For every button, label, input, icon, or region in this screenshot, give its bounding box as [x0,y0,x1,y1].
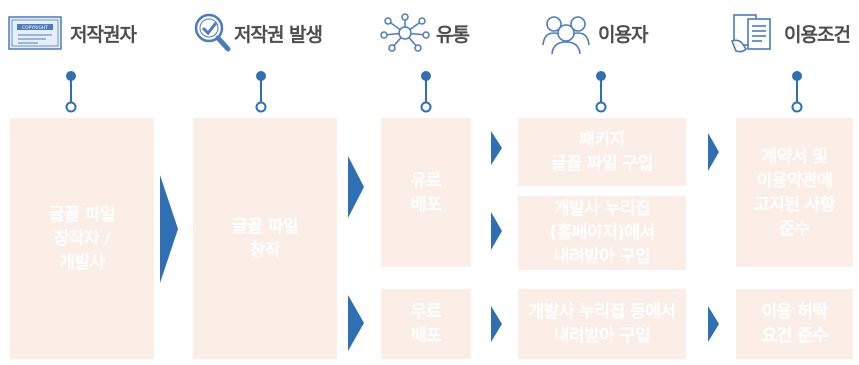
certificate-word: COPYRIGHT [22,25,48,31]
timeline-pin [790,70,804,114]
header-copyright-holder: COPYRIGHT 저작권자 [8,4,137,62]
permission-box: 이용 허락 요건 준수 [736,289,853,359]
flow-arrow [491,306,502,342]
paid-distribution-box: 유료 배포 [381,118,471,267]
header-label: 저작권 발생 [234,23,323,46]
flow-arrow [160,175,178,283]
author-box: 글꼴 파일 창작자 / 개발사 [10,118,154,359]
certificate-icon: COPYRIGHT [8,16,62,50]
header-label: 유통 [436,23,470,46]
free-distribution-box: 무료 배포 [381,289,471,359]
free-download-box: 개발사 누리집 등에서 내려받아 구입 [518,289,686,359]
contract-terms-box: 계약서 및 이용약관에 고지된 사항 준수 [736,118,853,267]
header-label: 저작권자 [70,23,137,46]
document-hand-icon [730,11,780,55]
flow-arrow [491,131,502,165]
people-group-icon [540,11,592,55]
header-copyright-occurrence: 저작권 발생 [192,4,323,62]
magnifier-check-icon [192,11,232,55]
header-label: 이용자 [598,23,648,46]
package-purchase-box: 패키지 글꼴 파일 구입 [518,118,686,186]
timeline-pin [254,70,268,114]
flow-arrow [708,306,719,342]
network-nodes-icon [380,13,430,53]
header-conditions: 이용조건 [730,4,851,62]
creation-box: 글꼴 파일 창작 [193,118,337,359]
header-distribution: 유통 [380,4,470,62]
flow-arrow [491,212,502,250]
homepage-purchase-box: 개발사 누리집 (홈페이지)에서 내려받아 구입 [518,196,686,270]
header-label: 이용조건 [784,23,851,46]
timeline-pin [419,70,433,114]
flow-arrow [708,133,719,171]
flow-arrow [348,156,364,218]
header-user: 이용자 [540,4,648,62]
timeline-pin [594,70,608,114]
flow-arrow [348,295,364,351]
timeline-pin [64,70,78,114]
